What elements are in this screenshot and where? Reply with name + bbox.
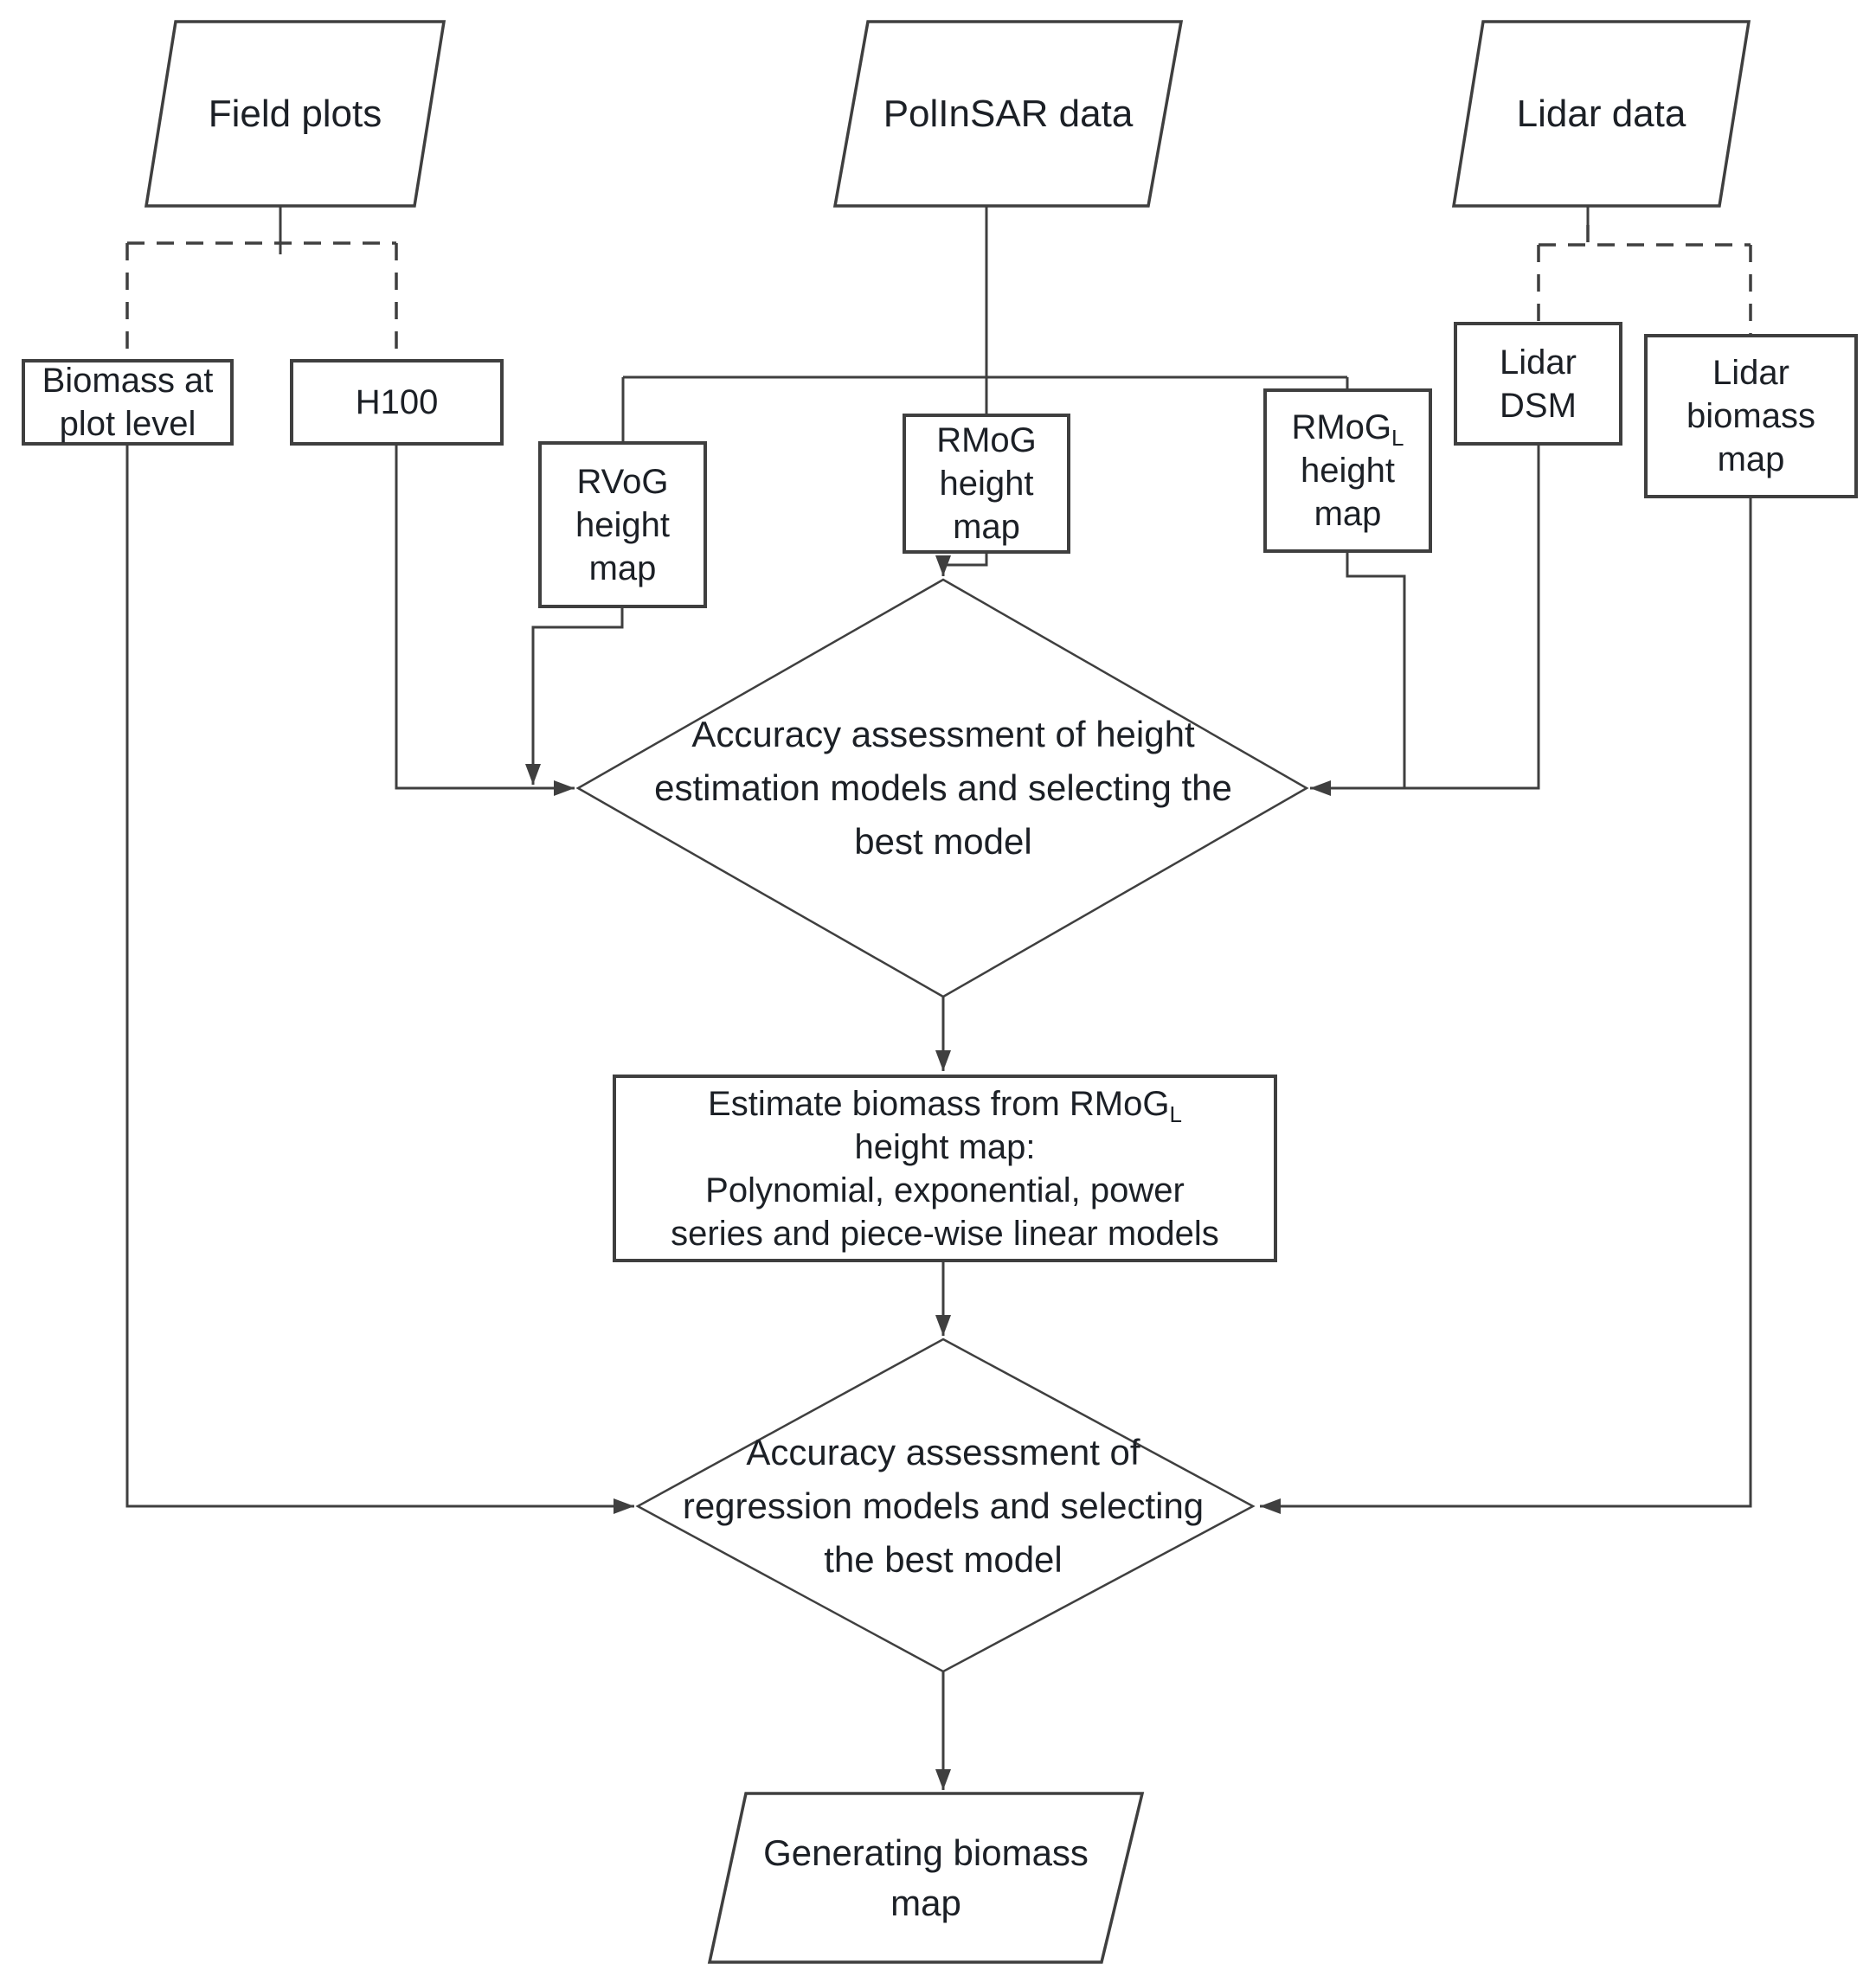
h100-box (290, 359, 504, 446)
lidar-biomass-map-box (1644, 334, 1858, 498)
decision-height-label: Accuracy assessment of height estimation… (654, 714, 1232, 862)
edge-dsm-decision1 (1310, 446, 1540, 796)
lidar-dsm-box (1454, 322, 1622, 446)
decision-height-shape (575, 578, 1309, 998)
edge-rmog-decision1 (935, 554, 988, 576)
h100-label: H100 (355, 383, 439, 421)
edge-biomassplot-decision2 (125, 446, 634, 1514)
edge-lidarbiomass-decision2 (1260, 498, 1752, 1514)
lidar-dsm-label: Lidar DSM (1500, 343, 1577, 425)
rmogl-height-map-label: RMoGL height map (1291, 408, 1404, 533)
rmog-height-map-box (903, 414, 1070, 554)
edge-polinsar-split (621, 206, 1349, 441)
decision-regression-label: Accuracy assessment of regression models… (682, 1432, 1205, 1580)
estimate-biomass-box (613, 1075, 1277, 1262)
generating-biomass-map-shape (707, 1792, 1145, 1964)
rmog-height-map-label: RMoG height map (936, 421, 1037, 546)
edge-rmogl-decision1 (1346, 553, 1406, 788)
edge-lidar-dashed (1537, 225, 1752, 334)
lidar-data-label: Lidar data (1516, 92, 1686, 135)
rmogl-height-map-box (1263, 388, 1432, 553)
estimate-biomass-label: Estimate biomass from RMoGL height map: … (671, 1084, 1219, 1253)
biomass-at-plot-level-box (22, 359, 234, 446)
edge-rvog-decision1 (525, 608, 624, 785)
lidar-biomass-map-label: Lidar biomass map (1686, 354, 1815, 478)
biomass-at-plot-level-label: Biomass at plot level (42, 362, 214, 443)
lidar-data-shape (1451, 20, 1751, 208)
generating-biomass-map-label: Generating biomass map (763, 1832, 1089, 1923)
polinsar-data-shape (832, 20, 1184, 208)
rvog-height-map-box (538, 441, 707, 608)
decision-regression-shape (635, 1338, 1256, 1673)
field-plots-shape (144, 20, 447, 208)
polinsar-data-label: PolInSAR data (883, 92, 1134, 135)
edge-h100-decision1 (395, 446, 575, 796)
field-plots-label: Field plots (208, 92, 382, 135)
edge-fieldplots-dashed (125, 241, 398, 359)
rvog-height-map-label: RVoG height map (575, 462, 670, 587)
